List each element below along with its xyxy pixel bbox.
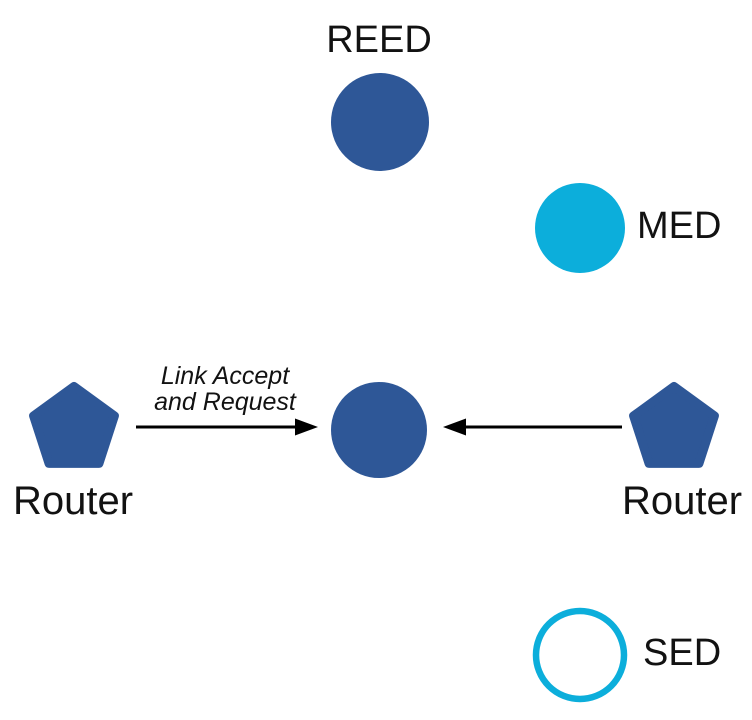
router-right-pentagon bbox=[629, 382, 719, 468]
med-node-label: MED bbox=[637, 205, 722, 247]
router-left-label: Router bbox=[12, 479, 134, 523]
router-left-pentagon bbox=[29, 382, 119, 468]
reed-node-label: REED bbox=[326, 19, 432, 61]
med-node-circle bbox=[535, 183, 625, 273]
right-arrowhead-icon bbox=[443, 418, 466, 436]
sed-node-circle bbox=[532, 607, 628, 703]
reed-node-circle bbox=[331, 73, 429, 171]
sed-node-label: SED bbox=[643, 632, 722, 674]
router-right-label: Router bbox=[621, 479, 743, 523]
left-arrowhead-icon bbox=[295, 418, 318, 436]
left-edge-label: Link Accept and Request bbox=[154, 362, 296, 416]
parent-node-circle bbox=[331, 382, 427, 478]
